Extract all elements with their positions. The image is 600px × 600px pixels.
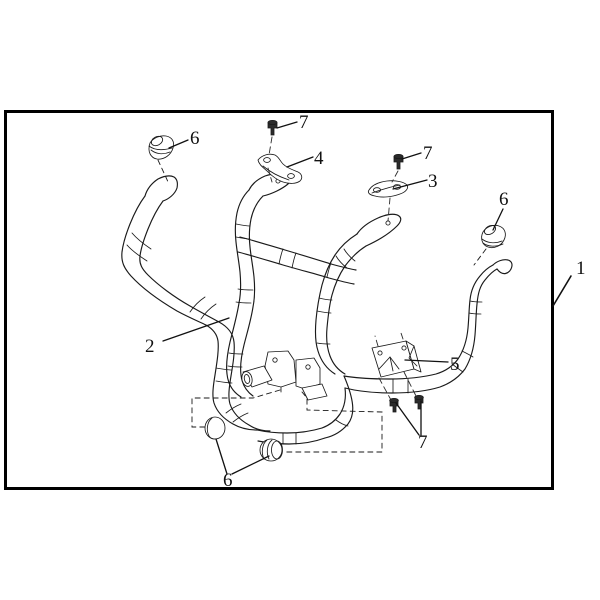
crash-bar-inner-right-upright [314,213,402,375]
callout-label-5[interactable]: 5 [450,354,460,375]
part-5-mounting-bracket [371,340,422,378]
callout-label-6-lower[interactable]: 6 [223,470,233,491]
assembly-axis-4-bottom [267,167,273,183]
callout-label-6-upper-left[interactable]: 6 [190,128,200,149]
crash-bar-left-tube [121,175,271,432]
assembly-axis-5-lower-right [403,371,417,397]
callout-label-1[interactable]: 1 [576,258,586,279]
callout-label-2[interactable]: 2 [145,336,155,357]
callout-label-7-upper-right[interactable]: 7 [423,143,433,164]
crash-bar-right-tube [343,259,513,394]
assembly-axis-3-bottom [387,197,391,222]
assembly-axis-6-upper-left [157,159,170,185]
part-3-flat-clamp-bracket [367,180,409,198]
end-cap-grommet-upper-right [481,224,506,249]
callout-label-7-upper-left[interactable]: 7 [299,112,309,133]
crash-bar-lower-centre [241,350,354,445]
crash-bar-upper-cross-tube [237,236,357,285]
callout-leaders [162,121,572,475]
crash-bar-inner-left-upright [226,173,291,398]
end-cap-grommet-lower-left [204,416,226,440]
part-4-clamp-bracket [257,153,303,184]
assembly-axis-6-upper-right [473,248,487,266]
assembly-axis-6-lower [191,389,383,453]
bolt-7-upper-left [267,120,278,136]
assembly-axis-5-upper-right [399,329,404,340]
callout-label-6-upper-right[interactable]: 6 [499,189,509,210]
assembly-axis-3-top [391,170,399,183]
end-cap-grommet-upper-left [148,135,175,160]
assembly-axis-5-upper-left [374,335,379,347]
callout-label-7-lower[interactable]: 7 [418,432,428,453]
callout-label-4[interactable]: 4 [314,148,324,169]
callout-label-3[interactable]: 3 [428,171,438,192]
assembly-axis-5-lower-left [378,377,392,401]
end-cap-grommet-lower-right [259,438,283,462]
assembly-axis-4-top [268,136,273,156]
